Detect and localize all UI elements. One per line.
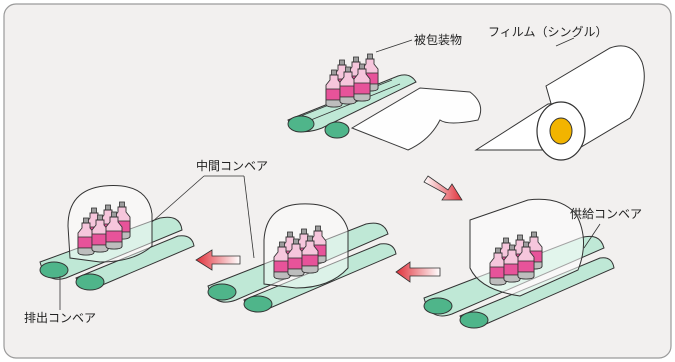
label-film: フィルム（シングル） — [488, 25, 608, 39]
flow-arrow-icon — [423, 175, 463, 201]
supply-leader — [583, 223, 601, 249]
wrapped-item-leader — [375, 39, 413, 53]
film-sheet-icon — [350, 87, 482, 151]
intermediate-leader-3 — [243, 175, 255, 259]
label-wrapped-item: 被包装物 — [414, 33, 462, 47]
background-panel — [3, 3, 672, 359]
label-discharge-conveyor: 排出コンベア — [24, 311, 96, 325]
label-supply-conveyor: 供給コンベア — [570, 207, 642, 221]
film-roll-icon — [474, 45, 645, 161]
flow-arrow-icon — [395, 261, 441, 283]
flow-arrow-icon — [195, 249, 241, 271]
label-intermediate-conveyor: 中間コンベア — [196, 158, 268, 173]
film-leader — [555, 37, 575, 47]
intermediate-leader-1 — [151, 175, 205, 223]
